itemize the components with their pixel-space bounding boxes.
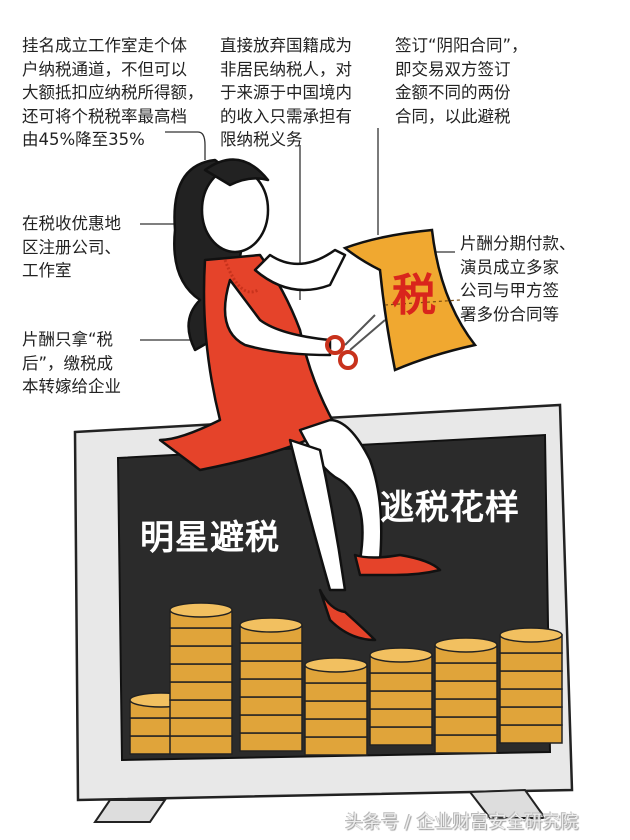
coin-top: [304, 657, 368, 673]
coin: [499, 706, 563, 726]
coin: [434, 698, 498, 718]
note-give-up-nationality: 直接放弃国籍成为 非居民纳税人，对 于来源于中国境内 的收入只需承担有 限纳税义…: [220, 36, 352, 149]
coin: [169, 699, 233, 719]
screen-title-left: 明星避税: [140, 518, 280, 558]
coin: [169, 645, 233, 665]
coin-top: [239, 617, 303, 633]
coin: [499, 724, 563, 744]
coin: [169, 717, 233, 737]
coin: [434, 716, 498, 736]
coin: [239, 714, 303, 734]
coin-top: [169, 602, 233, 618]
coin: [169, 663, 233, 683]
coin: [434, 734, 498, 754]
watermark: 头条号 / 企业财富安全研究院: [345, 812, 579, 833]
coin: [169, 681, 233, 701]
coin: [369, 690, 433, 710]
note-studio-individual-tax: 挂名成立工作室走个体 户纳税通道，不但可以 大额抵扣应纳税所得额， 还可将个税税…: [22, 36, 204, 149]
coin: [239, 642, 303, 662]
coin-top: [499, 627, 563, 643]
note-yin-yang-contract: 签订“阴阳合同”， 即交易双方签订 金额不同的两份 合同，以此避税: [395, 36, 528, 126]
coin-stacks: [129, 602, 563, 756]
coin-top: [369, 647, 433, 663]
coin-top: [434, 637, 498, 653]
woman-figure: [158, 158, 442, 642]
note-after-tax-pay: 片酬只拿“税 后”，缴税成 本转嫁给企业: [22, 330, 121, 396]
coin: [239, 732, 303, 752]
coin: [499, 670, 563, 690]
coin: [434, 662, 498, 682]
coin: [239, 678, 303, 698]
coin: [169, 627, 233, 647]
coin: [239, 696, 303, 716]
coin: [369, 672, 433, 692]
note-preferential-region: 在税收优惠地 区注册公司、 工作室: [22, 214, 121, 280]
screen-title-right: 逃税花样: [380, 488, 520, 528]
tax-character: 税: [392, 270, 436, 321]
coin: [304, 682, 368, 702]
note-installment-payments: 片酬分期付款、 演员成立多家 公司与甲方签 署多份合同等: [460, 234, 576, 324]
coin: [434, 680, 498, 700]
tax-paper: [342, 228, 478, 372]
coin: [304, 736, 368, 756]
coin: [369, 708, 433, 728]
coin: [239, 660, 303, 680]
coin: [499, 652, 563, 672]
coin: [304, 718, 368, 738]
coin: [169, 735, 233, 755]
coin: [304, 700, 368, 720]
coin: [369, 726, 433, 746]
coin: [499, 688, 563, 708]
